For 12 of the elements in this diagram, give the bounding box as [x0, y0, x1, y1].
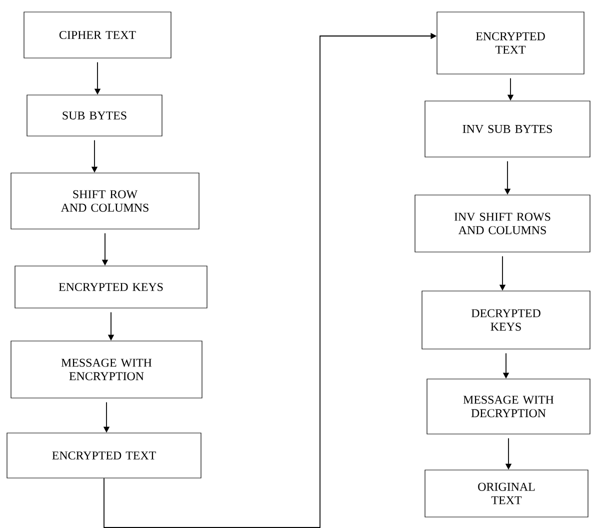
- process-box: INV SHIFT ROWS AND COLUMNS: [414, 194, 590, 252]
- process-box: CIPHER TEXT: [24, 12, 172, 58]
- process-box: MESSAGE WITH ENCRYPTION: [10, 340, 202, 398]
- process-box: ENCRYPTED TEXT: [6, 432, 202, 478]
- process-box: MESSAGE WITH DECRYPTION: [426, 378, 590, 434]
- process-box: ENCRYPTED KEYS: [14, 266, 208, 308]
- process-box: ORIGINAL TEXT: [424, 470, 588, 518]
- process-box: DECRYPTED KEYS: [422, 290, 590, 350]
- process-box: SUB BYTES: [26, 94, 162, 136]
- process-box: SHIFT ROW AND COLUMNS: [10, 172, 200, 230]
- process-box: ENCRYPTED TEXT: [436, 12, 584, 74]
- process-box: INV SUB BYTES: [424, 100, 590, 158]
